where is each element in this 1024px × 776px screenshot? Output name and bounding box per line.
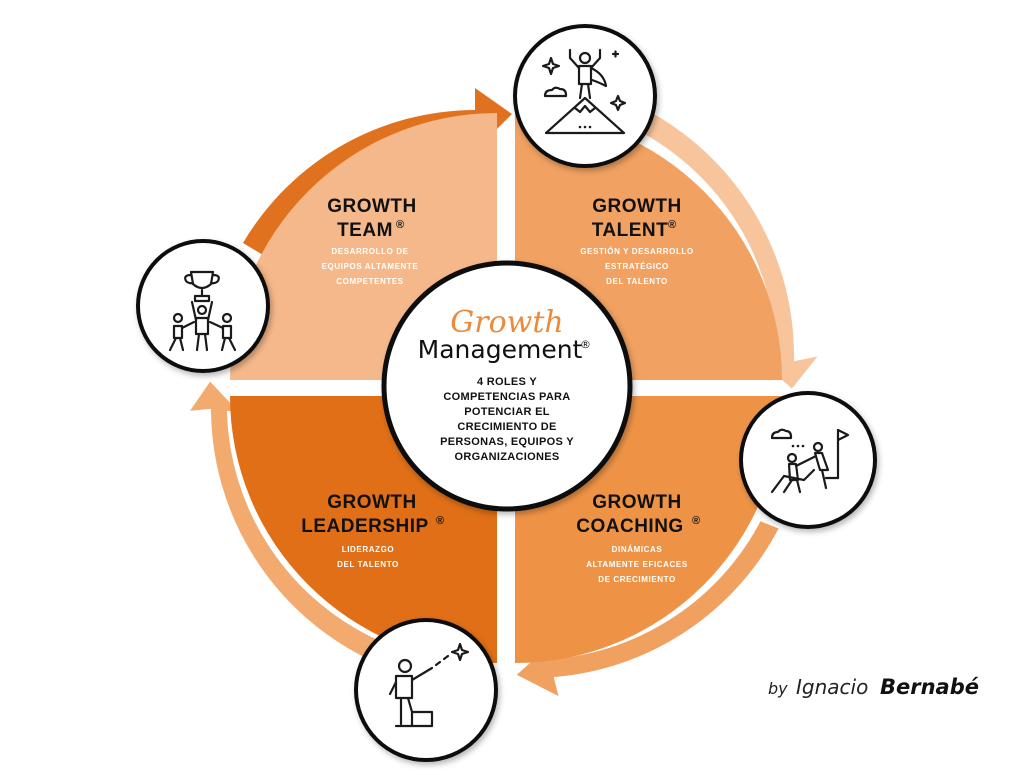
center-desc-1: 4 ROLES Y	[477, 376, 537, 388]
team-title-2: TEAM	[337, 220, 393, 241]
leadership-title-1: GROWTH	[327, 492, 417, 513]
center-hub: Growth Management ® 4 ROLES Y COMPETENCI…	[381, 260, 633, 512]
coaching-subtitle-2: ALTAMENTE EFICACES	[586, 560, 688, 569]
coaching-subtitle-1: DINÁMICAS	[612, 545, 663, 554]
center-desc-4: CRECIMIENTO DE	[457, 421, 556, 433]
center-circle	[381, 260, 633, 512]
team-label: GROWTH TEAM ® DESARROLLO DE EQUIPOS ALTA…	[322, 196, 419, 286]
pointing-star-icon	[388, 642, 470, 728]
coaching-title-2: COACHING	[576, 516, 683, 537]
team-title-1: GROWTH	[327, 196, 417, 217]
coaching-subtitle-3: DE CRECIMIENTO	[598, 575, 676, 584]
talent-icon-circle	[513, 24, 657, 168]
talent-title-2: TALENT	[592, 220, 669, 241]
talent-subtitle-3: DEL TALENTO	[606, 277, 668, 286]
team-subtitle-2: EQUIPOS ALTAMENTE	[322, 262, 419, 271]
coaching-reg: ®	[692, 515, 700, 527]
coaching-icon-badge	[739, 391, 877, 529]
byline: by Ignacio Bernabé	[768, 675, 979, 699]
talent-subtitle-2: ESTRATÉGICO	[605, 262, 669, 271]
team-icon-badge	[136, 239, 270, 373]
center-title-management: Management	[418, 335, 583, 364]
leadership-subtitle-1: LIDERAZGO	[342, 545, 395, 554]
byline-last-name: Bernabé	[880, 675, 979, 699]
team-reg: ®	[396, 219, 404, 231]
center-desc-2: COMPETENCIAS PARA	[443, 391, 570, 403]
leadership-title-2: LEADERSHIP	[301, 516, 428, 537]
leadership-icon-circle	[354, 618, 498, 762]
center-desc-3: POTENCIAR EL	[464, 406, 550, 418]
climbing-help-icon	[770, 428, 850, 494]
center-desc-5: PERSONAS, EQUIPOS Y	[440, 436, 574, 448]
team-subtitle-3: COMPETENTES	[336, 277, 404, 286]
talent-icon-badge	[513, 24, 657, 168]
team-subtitle-1: DESARROLLO DE	[331, 247, 408, 256]
leadership-label: GROWTH LEADERSHIP ® LIDERAZGO DEL TALENT…	[301, 492, 444, 569]
talent-title-1: GROWTH	[592, 196, 682, 217]
leadership-icon-badge	[354, 618, 498, 762]
coaching-label: GROWTH COACHING ® DINÁMICAS ALTAMENTE EF…	[576, 492, 700, 584]
summit-hero-icon	[541, 48, 627, 135]
byline-first-name: Ignacio	[796, 675, 868, 699]
leadership-reg: ®	[436, 515, 444, 527]
trophy-team-icon	[168, 270, 237, 352]
arrow-leadership-to-team	[185, 378, 382, 662]
center-reg: ®	[580, 338, 591, 351]
talent-label: GROWTH TALENT ® GESTIÓN Y DESARROLLO EST…	[580, 196, 694, 286]
center-desc-6: ORGANIZACIONES	[454, 451, 559, 463]
center-title-growth: Growth	[450, 305, 563, 340]
leadership-subtitle-2: DEL TALENTO	[337, 560, 399, 569]
coaching-title-1: GROWTH	[592, 492, 682, 513]
talent-reg: ®	[668, 219, 676, 231]
byline-by: by	[768, 679, 788, 698]
talent-subtitle-1: GESTIÓN Y DESARROLLO	[580, 247, 694, 256]
arrow-coaching-to-leadership	[513, 518, 782, 700]
